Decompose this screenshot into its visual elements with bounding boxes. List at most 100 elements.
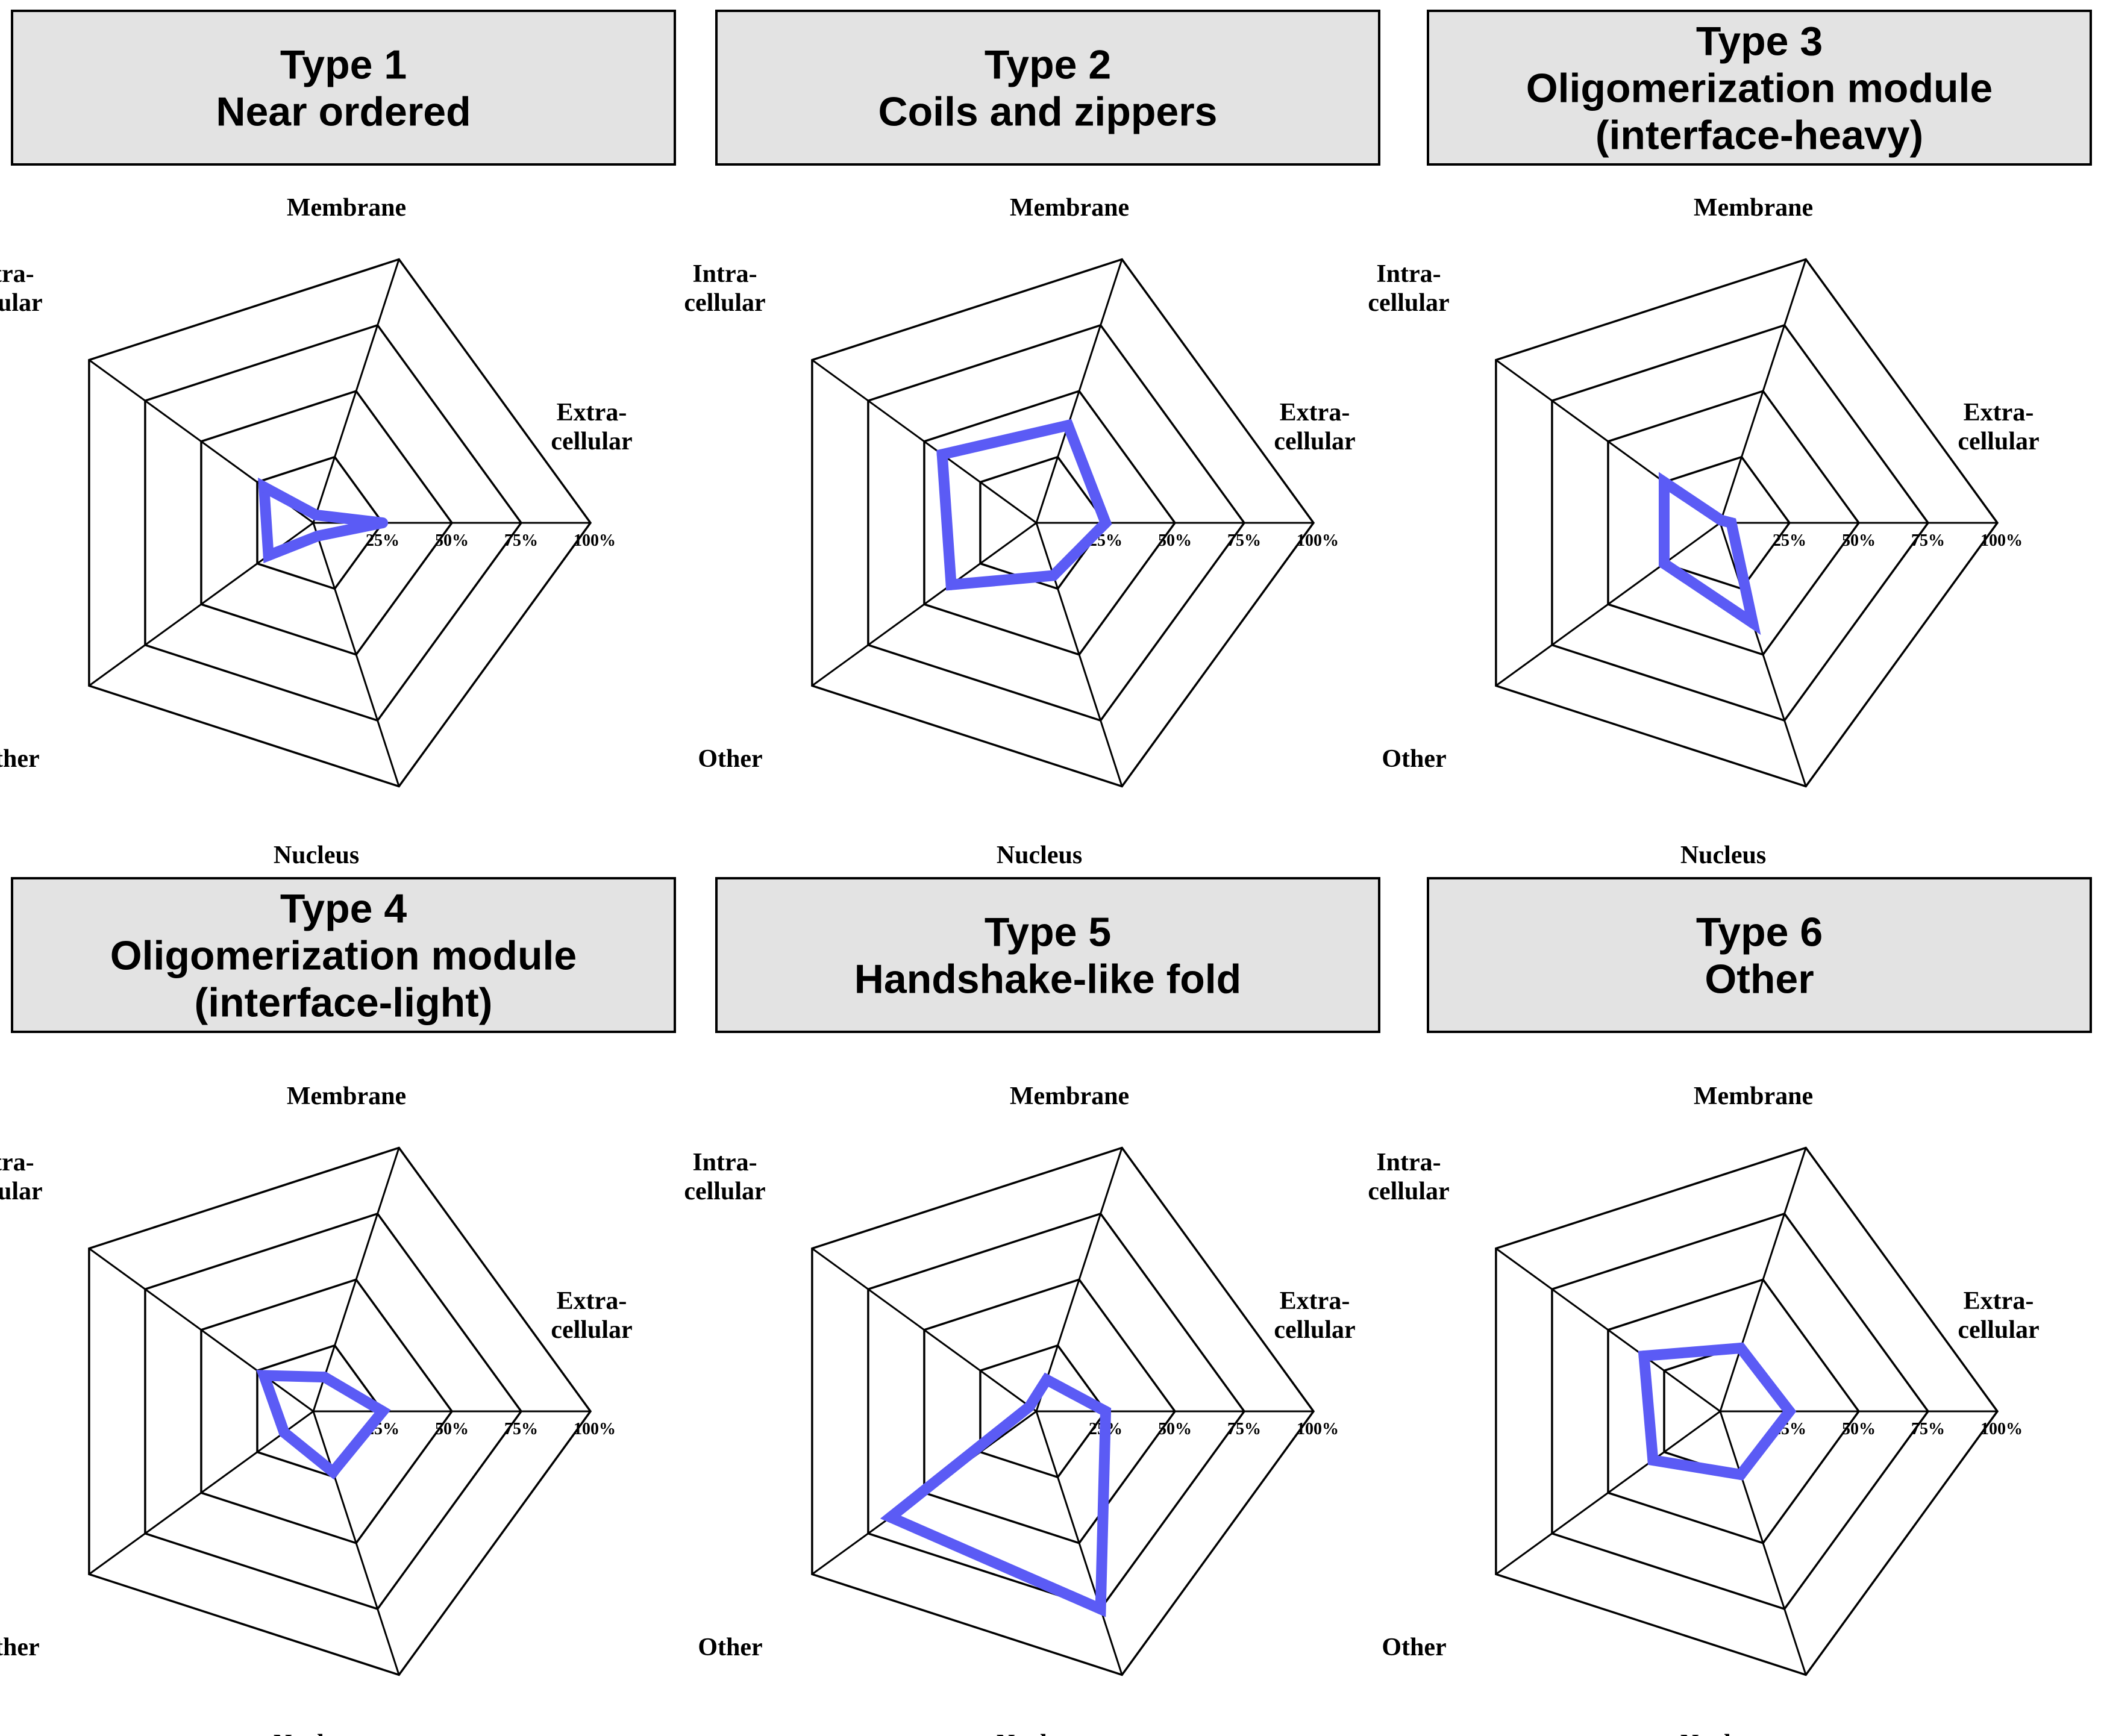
grid-spoke: [1719, 259, 1807, 523]
axis-label: Extra-: [1964, 1287, 2034, 1315]
data-point: [327, 1466, 339, 1478]
axis-label: Membrane: [1694, 1082, 1813, 1110]
axis-label: Intra-: [692, 260, 757, 288]
data-point: [1100, 1406, 1111, 1417]
axis-label: Extra-: [557, 1287, 627, 1315]
axis-label: cellular: [551, 1316, 632, 1344]
series-polygon: [1638, 1342, 1797, 1481]
axis-label: cellular: [0, 289, 43, 317]
axis-label: Other: [0, 745, 40, 773]
grid-ring-3: [867, 1212, 1246, 1611]
axis-label: Membrane: [1010, 194, 1129, 222]
grid-ring-3: [1551, 1212, 1930, 1611]
grid-ring-1: [256, 455, 384, 590]
grid-spoke: [312, 1147, 400, 1412]
data-point: [1658, 558, 1670, 569]
tick-label: 25%: [366, 531, 399, 550]
panel-title-line: Type 4: [280, 886, 407, 932]
panel-title-box: [1427, 877, 2092, 1033]
grid-spoke: [1035, 1147, 1123, 1412]
data-point: [945, 579, 957, 590]
axis-label: cellular: [1274, 428, 1355, 455]
data-point: [258, 1370, 270, 1381]
series-polygon: [258, 477, 384, 563]
grid-spoke: [1495, 1247, 1721, 1413]
axis-label: Membrane: [287, 194, 406, 222]
axis-label: Intra-: [0, 260, 34, 288]
panel-title-line: Other: [1705, 957, 1814, 1002]
data-point: [377, 1406, 388, 1417]
grid-spoke: [1035, 1411, 1123, 1675]
panel-title-line: Oligomerization module: [1526, 66, 1993, 111]
data-point: [1638, 1350, 1650, 1362]
axis-label: Intra-: [692, 1149, 757, 1176]
axis-label: Nucleus: [1680, 1730, 1766, 1736]
data-point: [1726, 517, 1737, 528]
axis-label: Other: [698, 1634, 762, 1661]
data-point: [1784, 1406, 1795, 1417]
tick-label: 100%: [1980, 531, 2023, 550]
panel-title-box: [1427, 10, 2092, 166]
grid-ring-1: [1663, 455, 1791, 590]
axis-label: Nucleus: [1680, 841, 1766, 869]
grid-spoke: [811, 522, 1037, 687]
tick-label: 100%: [1297, 531, 1339, 550]
axis-label: cellular: [1958, 1316, 2039, 1344]
data-point: [1041, 1374, 1053, 1385]
axis-label: cellular: [1274, 1316, 1355, 1344]
axis-label: cellular: [0, 1178, 43, 1205]
panel-title-box: [715, 10, 1380, 166]
tick-label: 50%: [435, 1420, 469, 1438]
panel-title-line: Type 6: [1696, 910, 1823, 955]
axis-label: Other: [1382, 1634, 1446, 1661]
grid-ring-1: [979, 1344, 1107, 1479]
axis-label: Extra-: [1280, 1287, 1350, 1315]
grid-spoke: [312, 1411, 400, 1675]
grid-spoke: [1719, 1147, 1807, 1412]
axis-label: cellular: [551, 428, 632, 455]
panel-title-box: [11, 10, 676, 166]
panel-title-line: Type 1: [280, 42, 407, 88]
grid-spoke: [811, 1247, 1037, 1413]
data-point: [1715, 514, 1727, 526]
panel-title-line: Type 2: [985, 42, 1111, 88]
panel-title-line: Type 5: [985, 910, 1111, 955]
grid-spoke: [811, 359, 1037, 524]
panel-title-line: Oligomerization module: [110, 933, 577, 979]
data-point: [1100, 517, 1111, 528]
axis-label: Membrane: [1694, 194, 1813, 222]
axis-label: Intra-: [1376, 260, 1441, 288]
axis-label: Extra-: [1964, 399, 2034, 426]
tick-label: 50%: [1842, 1420, 1876, 1438]
grid-spoke: [1035, 522, 1123, 787]
axis-label: Other: [698, 745, 762, 773]
grid-ring-2: [1607, 1278, 1861, 1544]
data-point: [263, 550, 274, 561]
tick-label: 75%: [1911, 1420, 1945, 1438]
data-point: [1658, 476, 1670, 488]
data-point: [1735, 1343, 1747, 1354]
tick-label: 75%: [1227, 1420, 1261, 1438]
grid-spoke: [88, 1410, 314, 1575]
axis-label: Membrane: [1010, 1082, 1129, 1110]
data-point: [319, 1372, 330, 1383]
data-point: [1095, 1603, 1106, 1615]
tick-label: 100%: [1980, 1420, 2023, 1438]
axis-label: Intra-: [1376, 1149, 1441, 1176]
axis-label: Other: [0, 1634, 40, 1661]
data-point: [312, 530, 324, 542]
axis-label: cellular: [684, 289, 765, 317]
axis-label: Membrane: [287, 1082, 406, 1110]
grid-spoke: [312, 522, 400, 787]
tick-label: 100%: [1297, 1420, 1339, 1438]
grid-ring-3: [1551, 323, 1930, 722]
data-point: [278, 1427, 290, 1438]
axis-label: cellular: [1368, 289, 1449, 317]
tick-label: 50%: [1158, 1420, 1192, 1438]
grid-spoke: [88, 1247, 314, 1413]
tick-label: 75%: [1911, 531, 1945, 550]
panel-title-box: [715, 877, 1380, 1033]
